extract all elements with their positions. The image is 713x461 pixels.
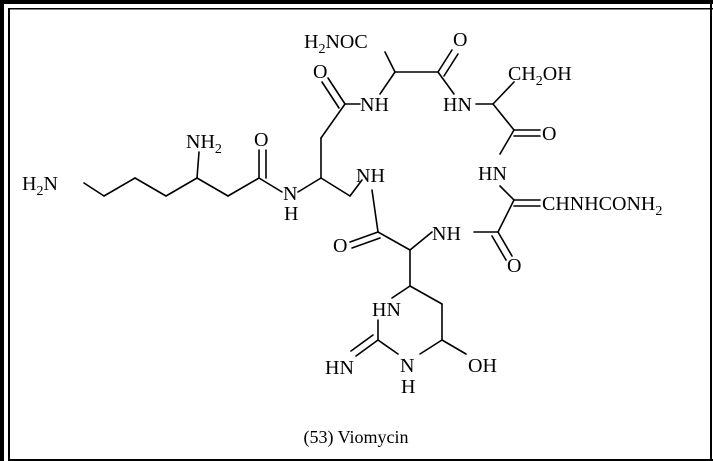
bond-co-ser-hn [499, 129, 515, 155]
bond-c4-nh2 [196, 151, 200, 179]
label-h-amide: H [284, 203, 298, 225]
label-ch2oh: CH2OH [508, 63, 572, 89]
bond-ch2b-nh [349, 179, 363, 197]
bond-c3-c4 [165, 177, 198, 197]
label-o-right-1: O [542, 123, 556, 145]
label-n-amide: N [283, 183, 297, 205]
bond-co-o-b [321, 81, 340, 109]
bond-c2-nimine-a [355, 339, 379, 357]
label-o-lower-right: O [507, 255, 521, 277]
label-chnhconh2: CHNHCONH2 [542, 193, 662, 219]
bond-c4-c5 [196, 177, 229, 197]
bond-c1-c2 [103, 177, 136, 197]
label-hn-right: HN [478, 163, 507, 185]
bond-n-calpha [297, 177, 322, 193]
label-hn-pyrimidine: HN [372, 299, 401, 321]
label-o-chain: O [254, 129, 268, 151]
bond-ch-conh2 [384, 51, 396, 73]
label-nh-top: NH [360, 94, 389, 116]
label-n-pyrimidine: N [400, 355, 414, 377]
label-o-lower-left: O [333, 235, 347, 257]
label-nh-lower: NH [432, 223, 461, 245]
label-oh-pyrimidine: OH [468, 355, 497, 377]
bond-hn-c-dehydro [499, 185, 515, 201]
bond-co-low-o-b [491, 235, 507, 261]
label-nh2-mid: NH2 [186, 131, 222, 157]
bond-co-low-o-a [497, 231, 513, 257]
bond-c4-c5-ring [409, 285, 443, 305]
bond-nh-ch-top [379, 71, 396, 95]
bond-ch-ser-ch2oh [492, 81, 515, 105]
bond-co-cap-o-b [351, 237, 381, 249]
atom-labels: H2NOC O CH2OH O NH HN NH2 O O H2N N H NH… [22, 29, 662, 398]
bond-c5-c6 [227, 177, 260, 197]
label-hn-top: HN [443, 94, 472, 116]
label-h-pyrimidine: H [401, 376, 415, 398]
bond-c-top-o-b [443, 53, 459, 77]
bond-c2-nimine-b [350, 334, 374, 352]
bond-nh-ch-cap [409, 231, 433, 251]
bond-h2n-c1 [83, 182, 105, 197]
bond-ch-ser-co [492, 103, 515, 131]
bond-c4-n3 [391, 285, 411, 299]
bond-ch-cap-co [377, 231, 411, 251]
label-h2noc: H2NOC [304, 31, 368, 57]
bond-c2-c3 [134, 177, 167, 197]
bond-c-top-o-a [437, 49, 453, 73]
label-hn-imine: HN [325, 357, 354, 379]
bond-lines [83, 49, 541, 357]
label-h2n: H2N [22, 173, 58, 199]
label-nh-ring: NH [356, 165, 385, 187]
bond-ch2-co [320, 103, 346, 139]
bond-c6-n [258, 177, 283, 193]
bond-c6-n1 [419, 339, 443, 355]
bond-c-top-hn [437, 71, 455, 95]
bond-calpha-ch2b [320, 177, 351, 197]
bond-c-dehydro-co [497, 199, 515, 233]
figure-caption: (53) Viomycin [303, 427, 408, 448]
label-o-top: O [453, 29, 467, 51]
bond-c6-oh [441, 339, 467, 355]
bond-c2-n1 [377, 339, 399, 355]
bond-co-cap-o-a [349, 231, 379, 243]
bond-co-o-a [327, 77, 346, 105]
label-o-left-top: O [313, 61, 327, 83]
bond-co-cap-nh [371, 189, 379, 233]
